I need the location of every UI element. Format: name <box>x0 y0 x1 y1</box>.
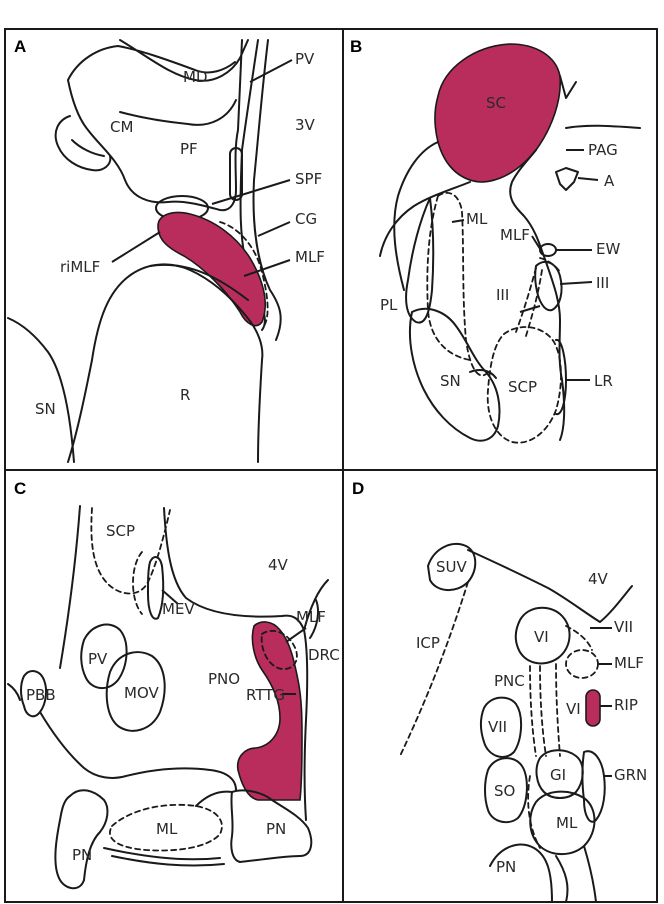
label-lr: LR <box>594 372 613 390</box>
label-pno: PNO <box>208 670 240 688</box>
label-vii-left: VII <box>488 718 507 736</box>
label-pbb: PBB <box>26 686 56 704</box>
label-4v-c: 4V <box>268 556 289 574</box>
label-gi: GI <box>550 766 566 784</box>
label-mlf-b: MLF <box>500 226 530 244</box>
label-mlf-c: MLF <box>296 608 326 626</box>
label-pnc: PNC <box>494 672 525 690</box>
label-so: SO <box>494 782 515 800</box>
label-a: A <box>604 172 615 190</box>
label-sn-b: SN <box>440 372 461 390</box>
label-mlf-d: MLF <box>614 654 644 672</box>
label-drc: DRC <box>308 646 340 664</box>
label-pn-left: PN <box>72 846 92 864</box>
label-md: MD <box>183 68 208 86</box>
label-spf: SPF <box>295 170 322 188</box>
label-rttg: RTTG <box>246 686 285 704</box>
label-pl: PL <box>380 296 398 314</box>
panel-letter-b: B <box>350 37 362 56</box>
label-r: R <box>180 386 190 404</box>
label-pag: PAG <box>588 141 618 159</box>
label-mlf: MLF <box>295 248 325 266</box>
panel-letter-d: D <box>352 479 364 498</box>
label-iii-center: III <box>496 286 509 304</box>
label-3v: 3V <box>295 116 316 134</box>
label-vi-mid: VI <box>566 700 581 718</box>
label-4v-d: 4V <box>588 570 609 588</box>
label-pv-c: PV <box>88 650 108 668</box>
label-rip: RIP <box>614 696 638 714</box>
label-iii-right: III <box>596 274 609 292</box>
label-ml-d: ML <box>556 814 578 832</box>
label-sn: SN <box>35 400 56 418</box>
label-ml: ML <box>466 210 488 228</box>
label-pv: PV <box>295 50 315 68</box>
label-pf: PF <box>180 140 198 158</box>
label-vii-right: VII <box>614 618 633 636</box>
panel-letter-a: A <box>14 37 26 56</box>
label-suv: SUV <box>436 558 468 576</box>
label-ew: EW <box>596 240 620 258</box>
label-vi-top: VI <box>534 628 549 646</box>
label-icp: ICP <box>416 634 440 652</box>
label-ml-c: ML <box>156 820 178 838</box>
label-cm: CM <box>110 118 133 136</box>
label-scp-b: SCP <box>508 378 537 396</box>
label-pn-d: PN <box>496 858 516 876</box>
label-mov: MOV <box>124 684 159 702</box>
label-grn: GRN <box>614 766 647 784</box>
label-pn-right: PN <box>266 820 286 838</box>
label-sc: SC <box>486 94 506 112</box>
label-cg: CG <box>295 210 317 228</box>
label-scp-c: SCP <box>106 522 135 540</box>
label-rimlf: riMLF <box>60 258 100 276</box>
rip-highlight <box>586 690 600 726</box>
panel-letter-c: C <box>14 479 26 498</box>
label-mev: MEV <box>162 600 195 618</box>
